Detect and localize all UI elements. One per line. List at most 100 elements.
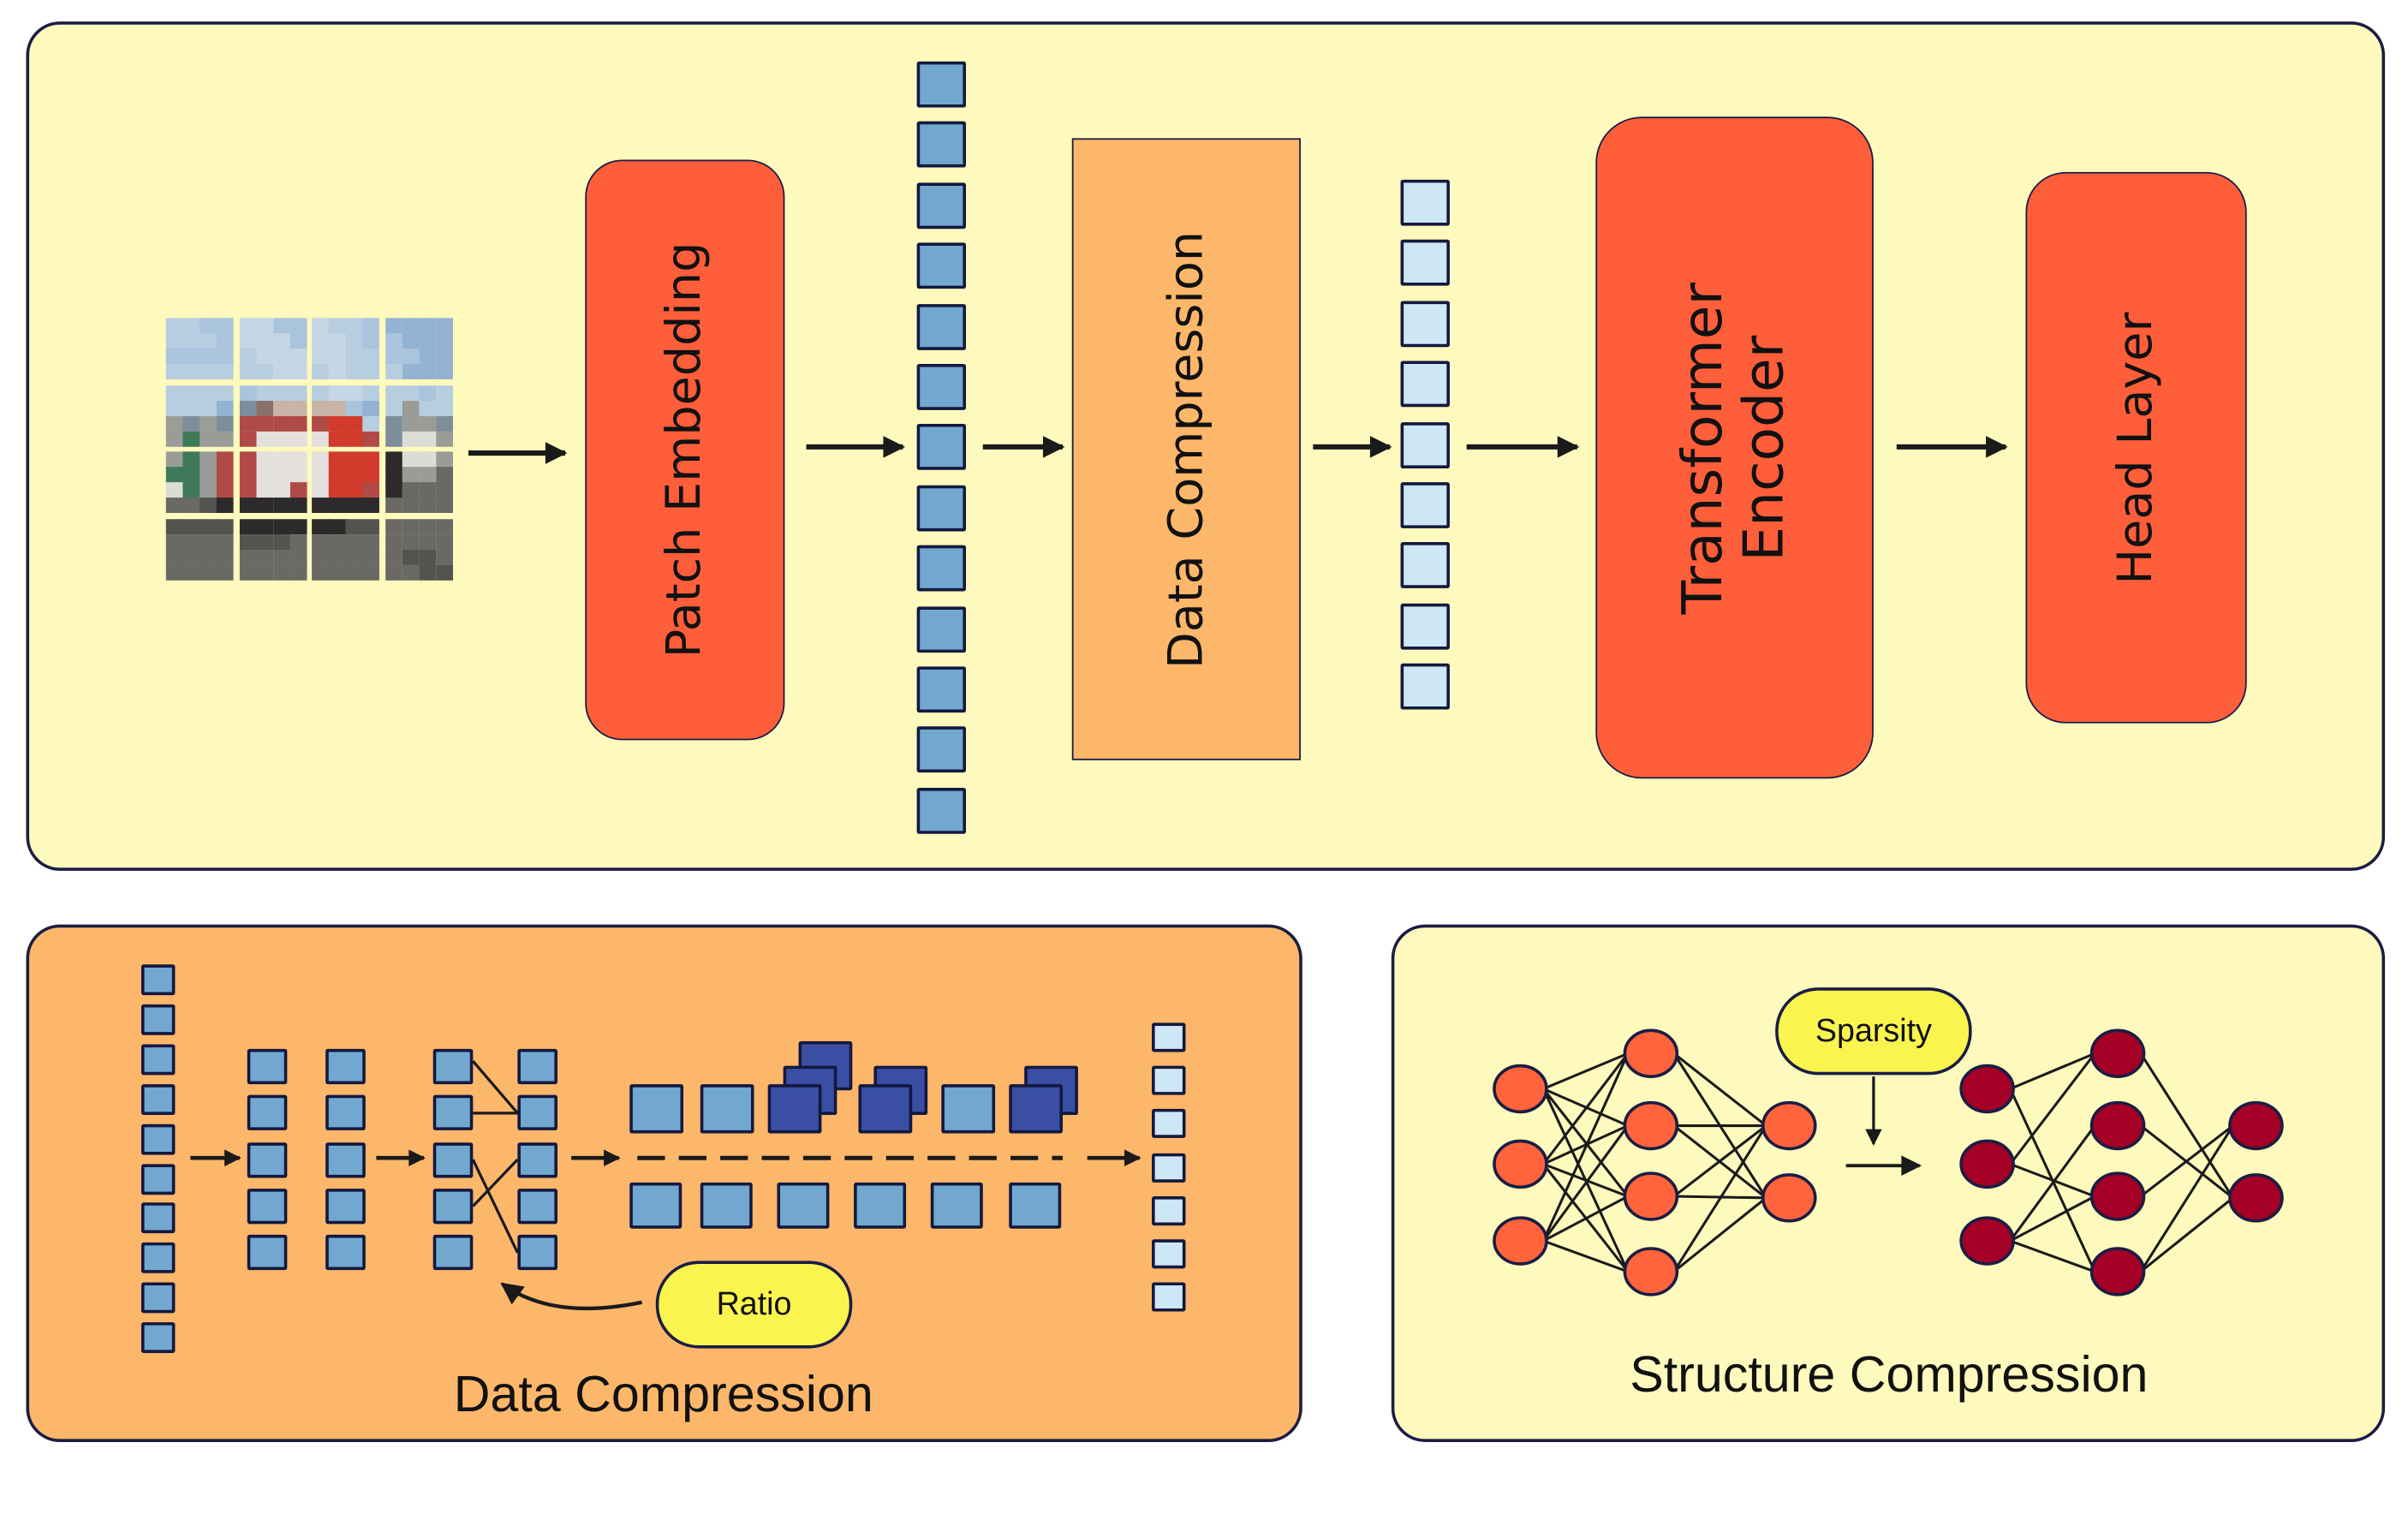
unmerged-token [1009, 1182, 1062, 1229]
image-pixel [238, 431, 257, 446]
image-pixel [165, 498, 184, 513]
image-pixel [272, 518, 291, 535]
image-pixel [384, 482, 403, 499]
ratio-label: Ratio [716, 1285, 792, 1322]
image-pixel [165, 349, 184, 366]
image-pixel [312, 415, 330, 432]
dc-output-token [1152, 1153, 1186, 1183]
image-pixel [312, 349, 330, 366]
image-pixel [401, 482, 420, 499]
image-pixel [255, 318, 274, 335]
image-pixel [182, 533, 201, 551]
image-pixel [255, 431, 274, 446]
dc-group-token [247, 1141, 288, 1177]
dc-group-token [325, 1141, 366, 1177]
image-pixel [435, 400, 453, 417]
image-pixel [182, 384, 201, 402]
embedded-token [916, 726, 967, 773]
merged-token [700, 1084, 754, 1134]
image-pixel [401, 364, 420, 379]
image-pixel [255, 467, 274, 484]
image-pixel [216, 415, 234, 432]
image-pixel [362, 518, 379, 535]
image-pixel [216, 384, 234, 402]
image-patch [312, 451, 379, 513]
dc-group-token [432, 1188, 474, 1225]
image-pixel [401, 400, 420, 417]
image-pixel [255, 333, 274, 350]
image-pixel [328, 415, 347, 432]
image-pixel [435, 564, 453, 580]
image-pixel [272, 533, 291, 551]
image-pixel [384, 549, 403, 566]
image-pixel [401, 564, 420, 580]
image-pixel [384, 533, 403, 551]
image-pixel [289, 318, 307, 335]
image-patch [165, 451, 234, 513]
image-pixel [401, 518, 420, 535]
image-pixel [418, 549, 437, 566]
sparsity-pill: Sparsity [1775, 987, 1972, 1076]
dc-input-token [140, 1243, 176, 1274]
compressed-token [1400, 421, 1450, 468]
unmerged-token [629, 1182, 682, 1229]
image-pixel [328, 467, 347, 484]
image-pixel [362, 498, 379, 513]
dc-output-token [1152, 1065, 1186, 1096]
image-pixel [182, 451, 201, 468]
image-pixel [216, 318, 234, 335]
image-pixel [384, 400, 403, 417]
dc-group-token [517, 1095, 557, 1131]
image-pixel [362, 564, 379, 580]
dc-group-token [247, 1235, 288, 1271]
dc-input-token [140, 1124, 176, 1154]
image-pixel [418, 349, 437, 366]
image-pixel [272, 415, 291, 432]
dc-output-token [1152, 1239, 1186, 1269]
compressed-token [1400, 482, 1450, 528]
image-pixel [362, 333, 379, 350]
image-pixel [200, 518, 218, 535]
image-pixel [165, 364, 184, 379]
dc-group-token [517, 1188, 557, 1225]
embedded-token [916, 242, 967, 289]
image-pixel [345, 498, 364, 513]
image-pixel [362, 549, 379, 566]
image-pixel [200, 333, 218, 350]
image-pixel [272, 451, 291, 468]
image-pixel [328, 333, 347, 350]
image-pixel [418, 467, 437, 484]
head-layer-label: Head Layer [2107, 311, 2164, 584]
image-pixel [272, 364, 291, 379]
image-pixel [435, 533, 453, 551]
image-pixel [328, 451, 347, 468]
image-pixel [401, 333, 420, 350]
compressed-token [1400, 240, 1450, 287]
image-pixel [238, 400, 257, 417]
image-pixel [182, 431, 201, 446]
merged-token-stack-layer [1009, 1084, 1064, 1134]
image-pixel [345, 431, 364, 446]
image-pixel [255, 364, 274, 379]
image-pixel [418, 318, 437, 335]
image-pixel [216, 451, 234, 468]
image-patch [238, 318, 307, 379]
image-pixel [216, 549, 234, 566]
image-pixel [345, 549, 364, 566]
image-pixel [312, 431, 330, 446]
image-pixel [289, 564, 307, 580]
image-pixel [362, 482, 379, 499]
image-pixel [362, 349, 379, 366]
image-pixel [384, 364, 403, 379]
image-patch [312, 318, 379, 379]
image-pixel [418, 400, 437, 417]
dc-output-token [1152, 1022, 1186, 1052]
image-pixel [418, 384, 437, 402]
image-pixel [272, 482, 291, 499]
unmerged-token [854, 1182, 907, 1229]
image-patch [165, 518, 234, 580]
image-pixel [200, 349, 218, 366]
image-pixel [165, 564, 184, 580]
image-pixel [435, 364, 453, 379]
image-pixel [328, 318, 347, 335]
